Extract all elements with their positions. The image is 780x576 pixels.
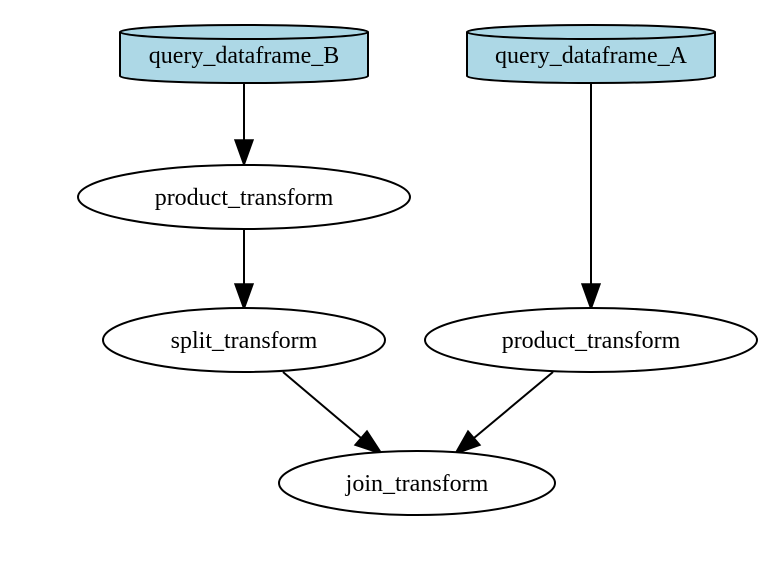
cylinder-rim: [119, 31, 369, 40]
node-label: join_transform: [345, 471, 489, 497]
ellipse-shape: [278, 450, 556, 516]
ellipse-shape: [424, 307, 758, 373]
node-label: product_transform: [155, 185, 334, 211]
edge-product-left-to-split: [233, 229, 255, 312]
arrowhead: [233, 283, 255, 312]
node-join-transform: join_transform: [278, 450, 556, 516]
arrowhead: [453, 429, 482, 456]
edge-query-a-to-product-right: [580, 84, 602, 312]
ellipse-shape: [77, 164, 411, 230]
node-label: split_transform: [171, 328, 318, 354]
node-split-transform: split_transform: [102, 307, 386, 373]
cylinder-rim: [466, 31, 716, 40]
node-query-dataframe-b: query_dataframe_B: [119, 24, 369, 84]
arrowhead: [233, 139, 255, 168]
node-query-dataframe-a: query_dataframe_A: [466, 24, 716, 84]
arrowhead: [353, 429, 384, 456]
ellipse-shape: [102, 307, 386, 373]
node-label: product_transform: [502, 328, 681, 354]
edges: [233, 84, 602, 456]
node-label: query_dataframe_A: [495, 43, 688, 69]
arrowhead: [580, 283, 602, 312]
node-product-transform-left: product_transform: [77, 164, 411, 230]
node-product-transform-right: product_transform: [424, 307, 758, 373]
edge-split-to-join: [282, 371, 384, 456]
node-label: query_dataframe_B: [149, 43, 340, 69]
cylinder-shape: [119, 24, 369, 84]
edge-product-right-to-join: [453, 371, 554, 456]
edge-query-b-to-product-left: [233, 84, 255, 168]
cylinder-shape: [466, 24, 716, 84]
